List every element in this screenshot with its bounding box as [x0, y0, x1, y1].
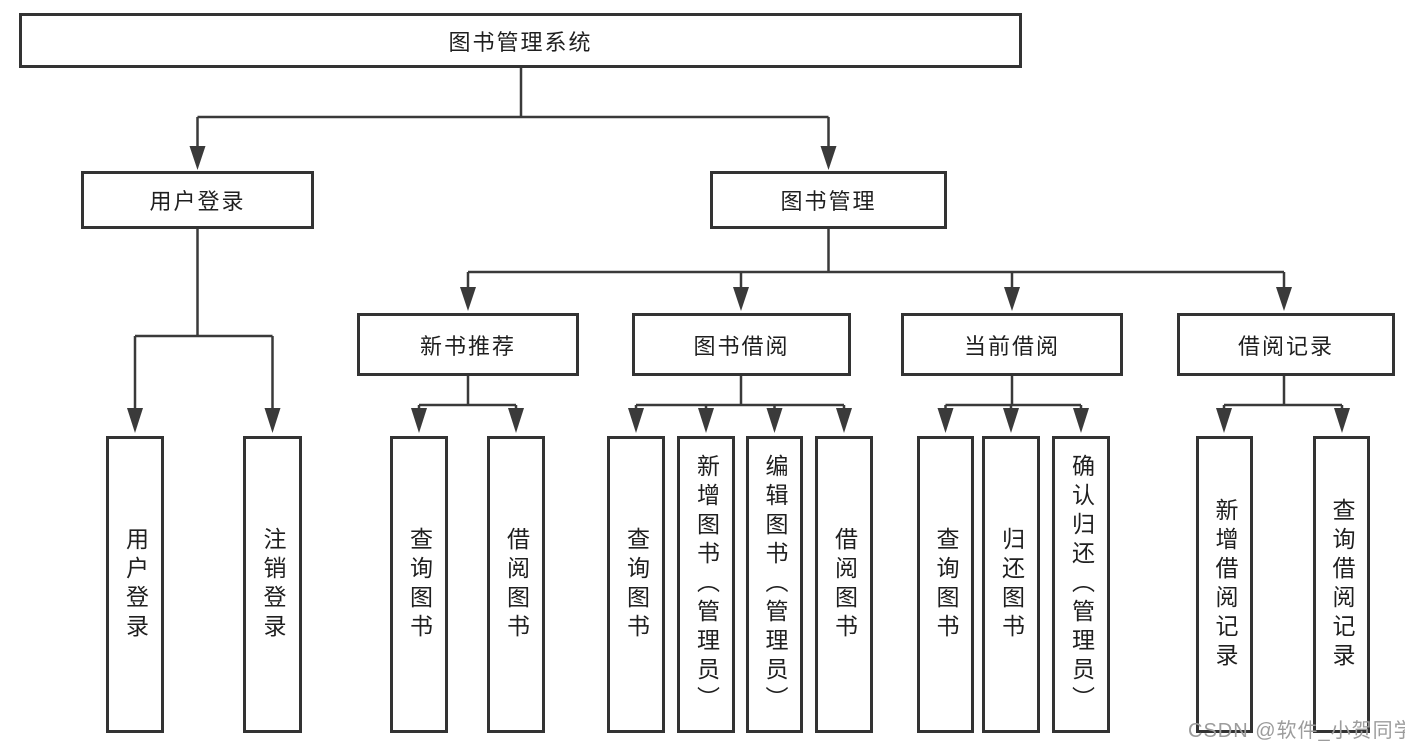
node-label: 借阅图书 — [503, 526, 530, 643]
node-borrow-records: 借阅记录 — [1177, 313, 1395, 376]
arrow-icon — [836, 408, 852, 433]
node-query-books-current: 查询图书 — [917, 436, 974, 733]
arrow-icon — [628, 408, 644, 433]
node-logout: 注销登录 — [243, 436, 302, 733]
node-label: 图书借阅 — [693, 333, 790, 359]
arrow-icon — [1276, 287, 1292, 311]
edge-root-to-level2 — [189, 68, 837, 170]
node-add-borrow-record: 新增借阅记录 — [1196, 436, 1253, 733]
node-library-management-system: 图书管理系统 — [19, 13, 1022, 68]
arrow-icon — [508, 408, 524, 433]
arrow-icon — [189, 146, 206, 170]
arrow-icon — [698, 408, 714, 433]
node-label: 新增借阅记录 — [1212, 497, 1238, 672]
node-label: 确认归还（管理员） — [1068, 454, 1095, 715]
node-book-management: 图书管理 — [710, 171, 947, 229]
edge-book-management-children — [460, 229, 1292, 311]
node-label: 查询图书 — [623, 526, 650, 643]
node-label: 查询借阅记录 — [1329, 497, 1355, 672]
node-label: 当前借阅 — [963, 333, 1060, 359]
arrow-icon — [1003, 408, 1019, 433]
node-label: 用户登录 — [122, 526, 149, 643]
node-edit-book-admin: 编辑图书（管理员） — [746, 436, 803, 733]
arrow-icon — [264, 408, 281, 433]
edge-borrow-records-children — [1216, 375, 1350, 433]
node-query-books-borrow: 查询图书 — [607, 436, 665, 733]
node-label: 编辑图书（管理员） — [762, 454, 788, 715]
node-label: 图书管理 — [780, 189, 877, 214]
node-label: 新增图书（管理员） — [693, 454, 720, 715]
node-return-books: 归还图书 — [982, 436, 1040, 733]
node-label: 借阅图书 — [831, 526, 858, 643]
node-new-book-recommend: 新书推荐 — [357, 313, 579, 376]
edge-book-borrow-children — [628, 375, 852, 433]
arrow-icon — [127, 408, 143, 433]
node-label: 用户登录 — [149, 189, 246, 214]
node-label: 注销登录 — [260, 526, 286, 643]
node-label: 查询图书 — [406, 526, 433, 643]
arrow-icon — [1216, 408, 1232, 433]
node-current-borrow: 当前借阅 — [901, 313, 1123, 376]
edge-current-borrow-children — [937, 375, 1089, 433]
node-borrow-books-leaf: 借阅图书 — [815, 436, 873, 733]
node-label: 借阅记录 — [1237, 333, 1334, 359]
arrow-icon — [411, 408, 427, 433]
node-label: 查询图书 — [933, 526, 959, 643]
csdn-watermark: CSDN @软件_小贺同学 — [1188, 720, 1405, 742]
edge-new-book-recommend-children — [411, 375, 524, 433]
arrow-icon — [1004, 287, 1020, 311]
arrow-icon — [937, 408, 954, 433]
arrow-icon — [820, 146, 837, 170]
node-label: 归还图书 — [998, 526, 1025, 643]
node-add-book-admin: 新增图书（管理员） — [677, 436, 735, 733]
node-query-borrow-record: 查询借阅记录 — [1313, 436, 1370, 733]
arrow-icon — [1334, 408, 1350, 433]
edge-user-login-children — [127, 229, 281, 433]
node-user-login: 用户登录 — [81, 171, 314, 229]
node-book-borrow: 图书借阅 — [632, 313, 851, 376]
node-borrow-books-recommend: 借阅图书 — [487, 436, 545, 733]
node-query-books-recommend: 查询图书 — [390, 436, 448, 733]
node-label: 图书管理系统 — [448, 29, 593, 55]
node-label: 新书推荐 — [419, 333, 516, 359]
arrow-icon — [766, 408, 783, 433]
node-confirm-return-admin: 确认归还（管理员） — [1052, 436, 1110, 733]
node-user-login-leaf: 用户登录 — [106, 436, 164, 733]
arrow-icon — [733, 287, 749, 311]
arrow-icon — [1073, 408, 1089, 433]
arrow-icon — [460, 287, 476, 311]
